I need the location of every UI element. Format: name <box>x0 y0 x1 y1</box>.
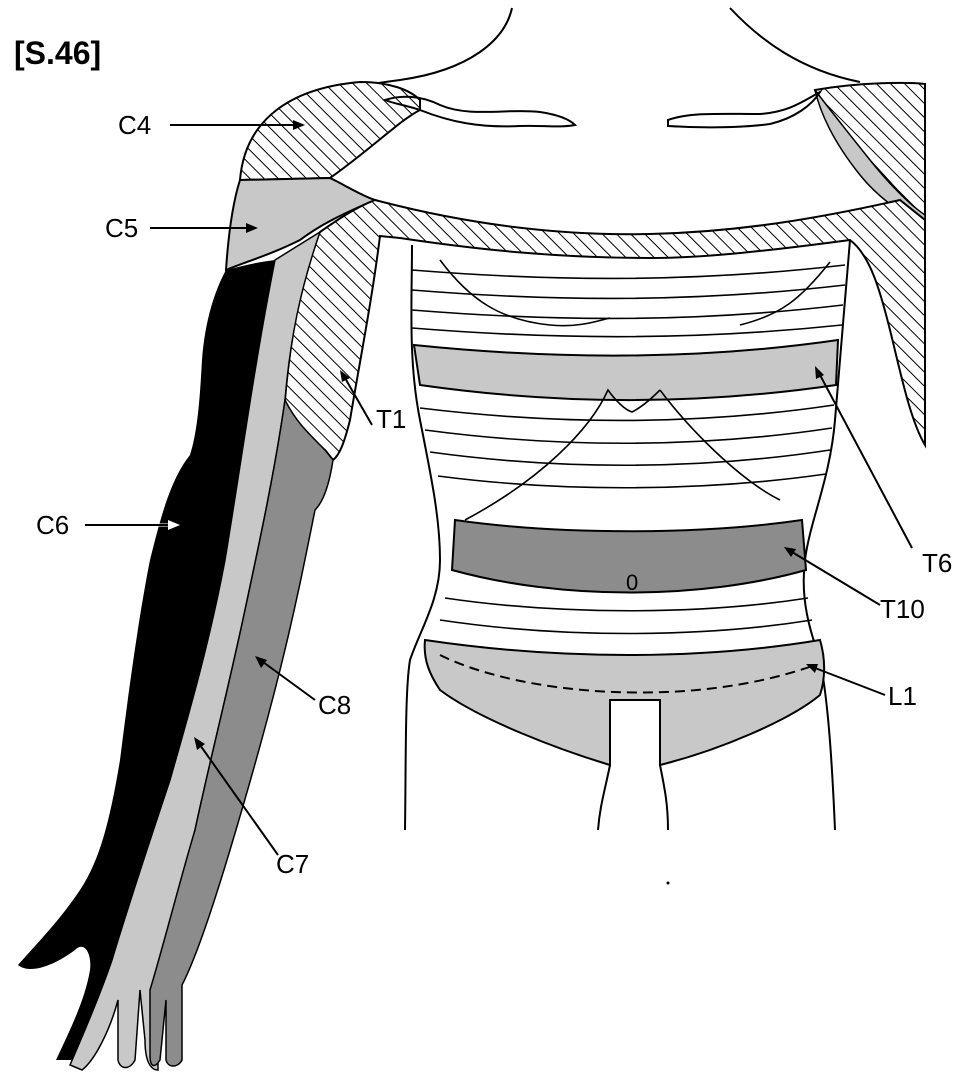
chest-stripe <box>412 305 843 318</box>
lower-stripe <box>440 620 812 634</box>
label-c7: C7 <box>276 849 309 879</box>
right-clavicle <box>668 92 820 127</box>
abdomen-stripe <box>430 450 830 465</box>
label-t10: T10 <box>880 594 925 624</box>
figure-title: [S.46] <box>14 35 101 71</box>
label-c5: C5 <box>105 213 138 243</box>
chest-stripe <box>412 265 845 278</box>
label-t1: T1 <box>376 404 406 434</box>
leg-left-inner <box>598 765 610 830</box>
label-c8: C8 <box>318 690 351 720</box>
rib-margin-right <box>660 390 780 500</box>
lower-stripe <box>445 598 808 611</box>
l1-region <box>425 640 824 765</box>
navel-mark: 0 <box>626 570 638 595</box>
label-c6: C6 <box>36 510 69 540</box>
rib-margin-left <box>465 390 660 520</box>
neck-right-outline <box>730 8 860 82</box>
label-t6: T6 <box>922 548 952 578</box>
abdomen-stripe <box>420 405 834 420</box>
label-l1: L1 <box>888 681 917 711</box>
speck <box>667 882 670 885</box>
chest-stripe <box>412 325 842 337</box>
torso-left-outline <box>405 245 440 830</box>
leg-right-inner <box>660 765 668 830</box>
abdomen-stripe <box>425 428 832 443</box>
abdomen-stripe <box>438 474 826 488</box>
right-shoulder-hatch <box>815 83 925 220</box>
t10-arrow <box>784 547 880 605</box>
chest-stripe <box>412 285 845 298</box>
pectoral-left <box>440 260 610 326</box>
c4-region <box>240 82 420 180</box>
t6-band <box>414 340 838 400</box>
label-c4: C4 <box>118 110 151 140</box>
